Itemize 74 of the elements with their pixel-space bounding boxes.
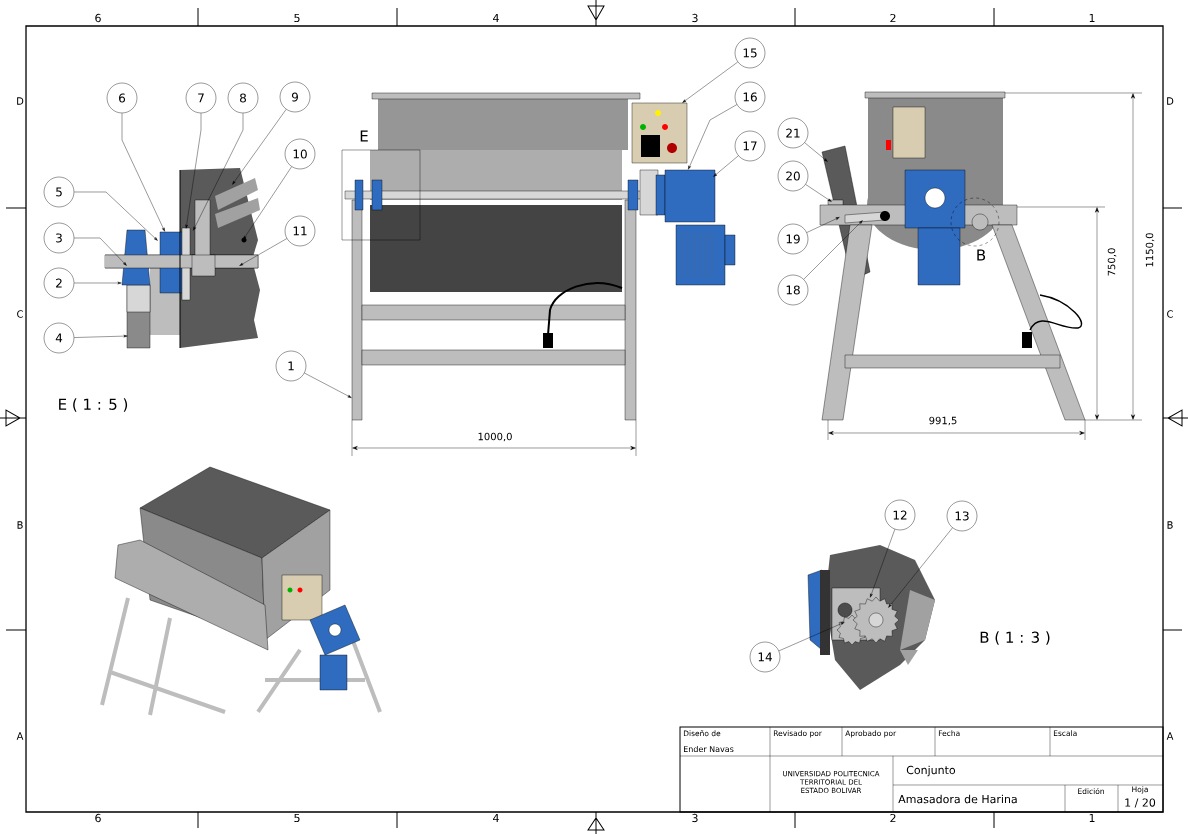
drawing-title: Amasadora de Harina — [898, 794, 1017, 804]
zone-label: 3 — [692, 13, 698, 23]
callout-balloon: 17 — [734, 130, 766, 162]
callout-balloon: 16 — [734, 81, 766, 113]
leader-line — [193, 113, 244, 231]
zone-label: 6 — [95, 813, 101, 823]
leader-line — [232, 109, 287, 185]
callout-balloon: 7 — [185, 82, 217, 114]
callout-balloon: 5 — [43, 176, 75, 208]
leader-line — [870, 529, 896, 598]
leader-line — [682, 61, 738, 103]
zone-label: A — [1166, 732, 1174, 740]
callout-balloon: 15 — [734, 37, 766, 69]
leader-line — [243, 166, 292, 240]
view-label: B ( 1 : 3 ) — [980, 631, 1050, 645]
leader-line — [804, 142, 828, 162]
zone-label: 3 — [692, 813, 698, 823]
callout-balloon: 4 — [43, 322, 75, 354]
leader-line — [888, 527, 953, 608]
leader-line — [74, 237, 127, 266]
leader-line — [185, 113, 202, 229]
zone-label: 1 — [1089, 14, 1095, 22]
leader-line — [688, 104, 738, 170]
leader-line — [74, 191, 158, 241]
leader-line — [121, 113, 165, 232]
zone-label: A — [16, 732, 24, 740]
dimension-text: 750,0 — [1107, 248, 1117, 276]
callout-balloon: 13 — [946, 500, 978, 532]
view-label: E — [360, 130, 368, 142]
designer-name: Ender Navas — [684, 745, 734, 753]
callout-balloon: 10 — [284, 138, 316, 170]
zone-label: B — [1167, 521, 1173, 529]
zone-label: 4 — [493, 814, 499, 822]
leader-line — [74, 281, 122, 285]
leader-line — [805, 184, 832, 202]
zone-label: 4 — [493, 14, 499, 22]
leader-line — [778, 622, 845, 652]
dimension-text: 1150,0 — [1145, 233, 1155, 267]
zone-label: D — [17, 97, 24, 105]
leader-line — [713, 155, 739, 177]
callout-balloon: 8 — [227, 82, 259, 114]
callout-balloon: 12 — [884, 499, 916, 531]
zone-label: C — [17, 310, 23, 318]
dimension-text: 1000,0 — [478, 432, 512, 442]
leader-line — [304, 372, 352, 398]
callout-balloon: 3 — [43, 222, 75, 254]
drawing-title: Conjunto — [906, 765, 956, 777]
callout-balloon: 21 — [777, 117, 809, 149]
dimension-text: 991,5 — [929, 416, 957, 426]
view-label: E ( 1 : 5 ) — [59, 398, 128, 412]
callout-balloon: 2 — [43, 267, 75, 299]
callout-balloon: 18 — [777, 274, 809, 306]
leader-line — [239, 238, 288, 266]
zone-label: C — [1167, 310, 1173, 318]
zone-label: B — [17, 521, 23, 529]
callout-balloon: 9 — [279, 81, 311, 113]
view-label: B — [977, 249, 986, 261]
sheet-number: 1 / 20 — [1125, 798, 1156, 808]
zone-label: 2 — [890, 813, 896, 823]
zone-label: 6 — [95, 13, 101, 23]
callout-balloon: 20 — [777, 160, 809, 192]
callout-balloon: 19 — [777, 223, 809, 255]
zone-label: 5 — [294, 13, 300, 23]
zone-label: 2 — [890, 13, 896, 23]
zone-label: 5 — [294, 813, 300, 823]
callout-balloon: 1 — [275, 350, 307, 382]
zone-label: D — [1167, 97, 1174, 105]
zone-label: 1 — [1089, 814, 1095, 822]
leader-line — [806, 217, 840, 233]
callout-balloon: 6 — [106, 82, 138, 114]
leader-line — [74, 334, 128, 338]
callout-balloon: 11 — [284, 215, 316, 247]
leader-line — [803, 220, 863, 280]
callout-balloon: 14 — [749, 641, 781, 673]
